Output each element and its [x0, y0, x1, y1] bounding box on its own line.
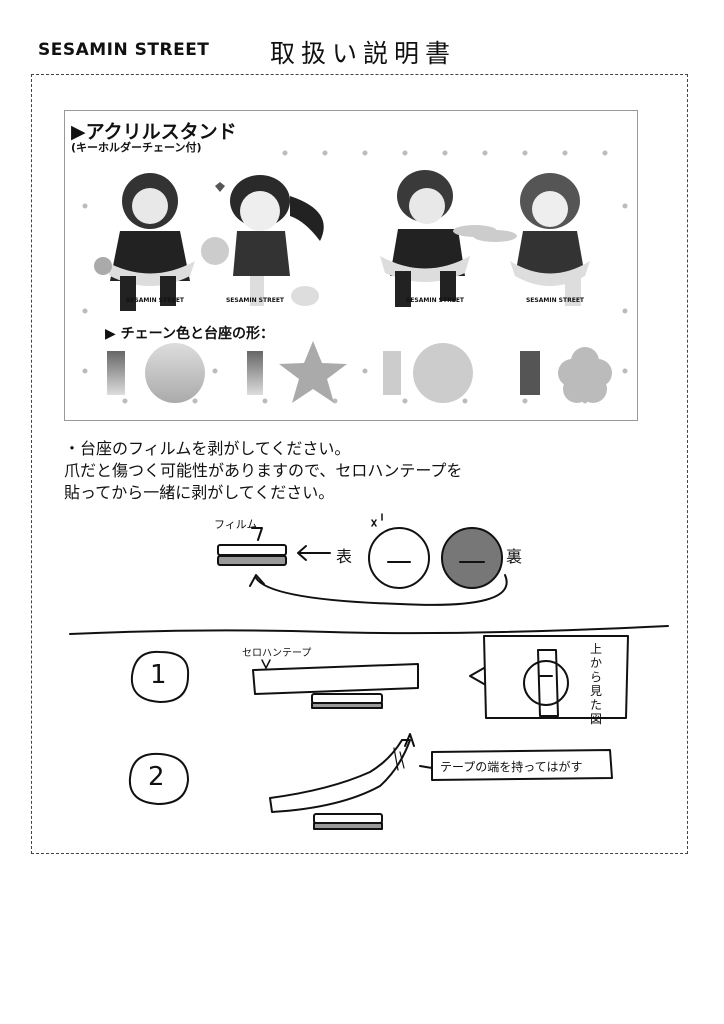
- back-label: 裏: [506, 547, 523, 566]
- return-curve-arrow: [249, 574, 508, 606]
- instruction-line-2: 爪だと傷つく可能性がありますので、セロハンテープを: [64, 461, 463, 480]
- brand-name: SESAMIN STREET: [38, 40, 210, 60]
- base-shape-star: [279, 341, 347, 403]
- content-frame: [31, 74, 688, 854]
- chain-color-swatch-2: [247, 351, 263, 395]
- peel-up-arrow: [404, 733, 415, 747]
- tape-strip-1: [252, 663, 419, 695]
- base-shape-flower: [558, 347, 612, 403]
- step-2-number: 2: [148, 762, 165, 792]
- front-circle: [368, 527, 430, 589]
- tape-label: セロハンテープ: [242, 648, 312, 659]
- chain-color-swatch-4: [520, 351, 540, 395]
- instruction-text: ・台座のフィルムを剥がしてください。 爪だと傷つく可能性がありますので、セロハン…: [64, 438, 462, 504]
- step-1-number: 1: [150, 660, 167, 690]
- chain-color-swatch-1: [107, 351, 125, 395]
- character-2-figure: [201, 175, 324, 306]
- peel-note-box: [431, 749, 613, 781]
- character-1-figure: [94, 173, 195, 311]
- film-label: フィルム: [214, 518, 258, 531]
- character-label-3: SESAMIN STREET: [405, 297, 465, 304]
- peel-note: テープの端を持ってはがす: [440, 760, 583, 774]
- film-pointer-arrow: [251, 527, 263, 541]
- top-view-base: [523, 660, 569, 706]
- base-step-1: [311, 693, 383, 704]
- chain-heading: ▶ チェーン色と台座の形：: [105, 326, 274, 342]
- base-shape-circle-2: [413, 343, 473, 403]
- document-title: 取扱い説明書: [270, 39, 457, 68]
- character-3-figure: [380, 170, 497, 307]
- character-label-1: SESAMIN STREET: [125, 297, 185, 304]
- top-view-box: [483, 635, 629, 719]
- front-to-film-arrow: [297, 545, 331, 561]
- instruction-line-3: 貼ってから一緒に剥がしてください。: [64, 483, 335, 502]
- base-step-2: [313, 813, 383, 824]
- product-title: ▶アクリルスタンド: [71, 121, 237, 143]
- section-separator: [69, 625, 669, 635]
- base-shape-circle-1: [145, 343, 205, 403]
- front-label: 表: [336, 547, 353, 566]
- base-layer: [217, 555, 287, 566]
- step-2-badge-outline: [128, 752, 189, 805]
- product-subtitle: (キーホルダーチェーン付): [71, 141, 202, 154]
- product-illustration: [82, 150, 628, 404]
- chain-color-swatch-3: [383, 351, 401, 395]
- step-1-badge-outline: [130, 650, 190, 703]
- tape-pointer-arrow: [261, 659, 271, 669]
- tape-strip-2: [269, 739, 411, 813]
- top-view-tape: [537, 649, 559, 717]
- sparkle-icon: [371, 513, 383, 527]
- character-4-figure: [473, 173, 590, 306]
- character-label-2: SESAMIN STREET: [225, 297, 285, 304]
- character-label-4: SESAMIN STREET: [525, 297, 585, 304]
- product-photo: ▶アクリルスタンド (キーホルダーチェーン付): [64, 110, 638, 421]
- instruction-line-1: ・台座のフィルムを剥がしてください。: [64, 439, 351, 458]
- back-circle: [441, 527, 503, 589]
- top-view-label: 上から見た図: [590, 642, 603, 726]
- film-layer: [217, 544, 287, 556]
